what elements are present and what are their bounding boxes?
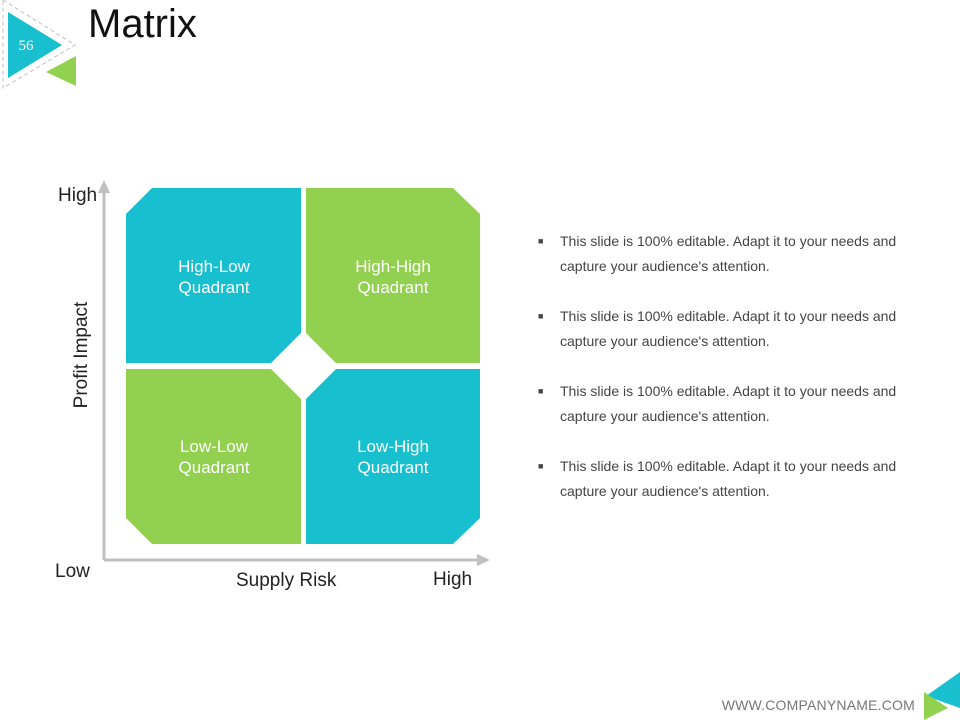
bullet-list: ■ This slide is 100% editable. Adapt it … — [538, 229, 918, 529]
bullet-square-icon: ■ — [538, 236, 544, 246]
x-axis-high-label: High — [433, 569, 473, 590]
bullet-square-icon: ■ — [538, 386, 544, 396]
bullet-square-icon: ■ — [538, 461, 544, 471]
quadrant-high-high-label: High-High Quadrant — [305, 256, 481, 298]
quadrant-label-line: Quadrant — [178, 458, 250, 477]
quadrant-label-line: High-High — [355, 257, 431, 276]
footer-corner-decoration — [924, 672, 960, 720]
bullet-square-icon: ■ — [538, 311, 544, 321]
footer-website: WWW.COMPANYNAME.COM — [721, 697, 915, 713]
list-item: ■ This slide is 100% editable. Adapt it … — [538, 379, 918, 429]
y-axis-title: Profit Impact — [71, 301, 92, 409]
bullet-text-line: capture your audience's attention. — [560, 408, 770, 424]
badge-green-triangle — [46, 56, 76, 86]
bullet-text-line: capture your audience's attention. — [560, 483, 770, 499]
y-axis-arrow — [98, 180, 110, 193]
badge-teal-triangle — [8, 12, 62, 78]
bullet-text: This slide is 100% editable. Adapt it to… — [560, 379, 896, 429]
quadrant-label-line: Quadrant — [178, 278, 250, 297]
bullet-text-line: This slide is 100% editable. Adapt it to… — [560, 233, 897, 249]
slide-number-badge — [2, 0, 76, 89]
quadrant-high-high — [306, 188, 480, 363]
bullet-text: This slide is 100% editable. Adapt it to… — [560, 454, 896, 504]
quadrant-low-high-label: Low-High Quadrant — [305, 436, 481, 478]
x-axis-arrow — [477, 554, 490, 566]
quadrant-label-line: High-Low — [178, 257, 250, 276]
bullet-text-line: This slide is 100% editable. Adapt it to… — [560, 458, 897, 474]
bullet-text-line: This slide is 100% editable. Adapt it to… — [560, 308, 897, 324]
list-item: ■ This slide is 100% editable. Adapt it … — [538, 304, 918, 354]
quadrant-low-high — [306, 369, 480, 544]
quadrant-low-low-label: Low-Low Quadrant — [126, 436, 302, 478]
quadrant-label-line: Quadrant — [357, 278, 429, 297]
bullet-text-line: capture your audience's attention. — [560, 333, 770, 349]
bullet-text-line: This slide is 100% editable. Adapt it to… — [560, 383, 897, 399]
list-item: ■ This slide is 100% editable. Adapt it … — [538, 454, 918, 504]
y-axis-high-label: High — [58, 185, 98, 206]
quadrant-low-low — [126, 369, 301, 544]
list-item: ■ This slide is 100% editable. Adapt it … — [538, 229, 918, 279]
quadrant-label-line: Low-Low — [179, 437, 249, 456]
page-title: Matrix — [88, 2, 197, 46]
y-axis-low-label: Low — [55, 561, 90, 582]
badge-outline — [2, 0, 76, 89]
quadrant-label-line: Low-High — [357, 437, 429, 456]
page-number: 56 — [18, 38, 34, 54]
bullet-text: This slide is 100% editable. Adapt it to… — [560, 229, 896, 279]
quadrant-high-low-label: High-Low Quadrant — [126, 256, 302, 298]
bullet-text: This slide is 100% editable. Adapt it to… — [560, 304, 896, 354]
bullet-text-line: capture your audience's attention. — [560, 258, 770, 274]
footer-green-triangle — [924, 692, 948, 720]
x-axis-title: Supply Risk — [236, 570, 337, 591]
quadrant-high-low — [126, 188, 301, 363]
quadrant-label-line: Quadrant — [357, 458, 429, 477]
